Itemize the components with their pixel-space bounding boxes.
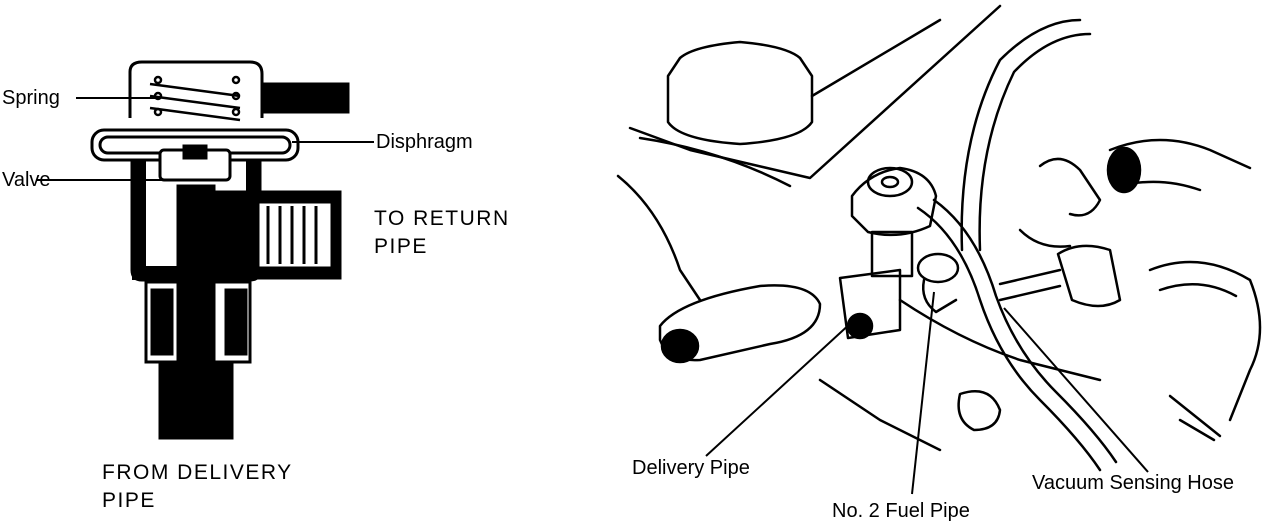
installed-regulator	[850, 166, 938, 237]
to-return-caption: TO RETURN PIPE	[374, 205, 510, 261]
no2-fuel-pipe-label: No. 2 Fuel Pipe	[832, 500, 970, 522]
upper-housing	[128, 60, 264, 118]
regulator-cross-section	[36, 60, 374, 440]
valve-label: Valve	[2, 169, 51, 191]
vacuum-hose-leader	[1003, 307, 1149, 473]
radiator-cap	[666, 40, 814, 146]
valve-head	[158, 144, 232, 182]
vacuum-nipple	[260, 82, 350, 114]
no2-fuel-fitting	[916, 252, 960, 284]
valve-stem	[176, 184, 216, 438]
delivery-block	[838, 268, 902, 340]
spring-coils	[149, 75, 241, 122]
from-delivery-line1: FROM DELIVERY	[102, 461, 293, 484]
no2-fuel-pipe-leader	[911, 291, 935, 495]
spring-label: Spring	[2, 87, 60, 109]
to-return-line2: PIPE	[374, 235, 428, 258]
to-return-line1: TO RETURN	[374, 207, 510, 230]
from-delivery-line2: PIPE	[102, 489, 156, 512]
left-elbow	[658, 284, 822, 362]
delivery-pipe-label: Delivery Pipe	[632, 457, 750, 479]
vacuum-hose	[916, 206, 1102, 472]
delivery-pipe-leader	[705, 321, 853, 457]
from-delivery-caption: FROM DELIVERY PIPE	[102, 459, 293, 515]
diaphragm-label: Disphragm	[376, 131, 473, 153]
vacuum-sensing-hose-label: Vacuum Sensing Hose	[1032, 472, 1234, 494]
